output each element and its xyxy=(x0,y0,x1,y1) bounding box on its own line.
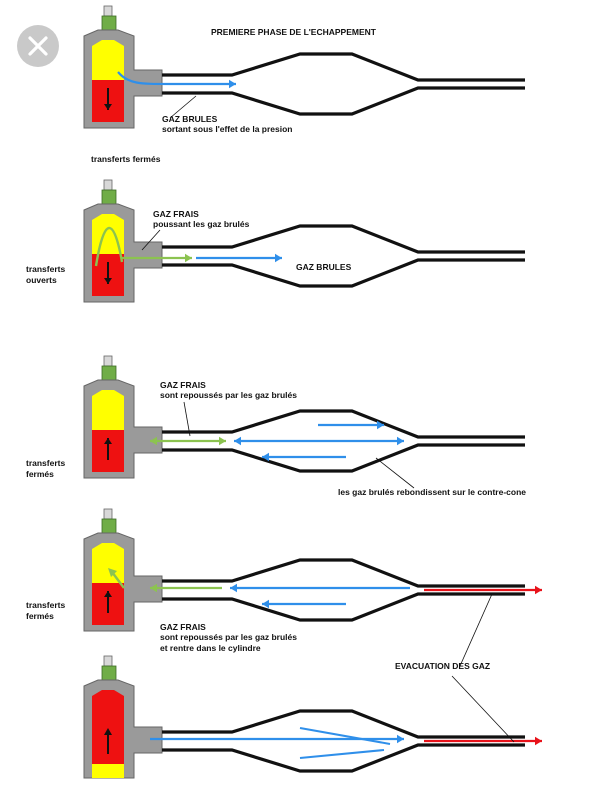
diagram-title: PREMIERE PHASE DE L'ECHAPPEMENT xyxy=(211,27,376,37)
fresh-gas-flow xyxy=(94,226,124,267)
close-icon xyxy=(28,36,48,56)
combustion-chamber-gas xyxy=(92,690,124,764)
fresh-gas-arrow-head-left xyxy=(150,436,157,446)
fresh-gas-return xyxy=(111,571,125,589)
burnt-gas-flow xyxy=(117,71,171,86)
evacuation-leader-2 xyxy=(451,675,515,743)
piston-direction-arrow-head xyxy=(104,104,112,110)
panel4-gas-description: sont repoussés par les gaz brulés et ren… xyxy=(160,632,297,653)
combustion-chamber-gas xyxy=(92,40,124,80)
panel3-gas-label: GAZ FRAIS xyxy=(160,380,206,390)
evacuation-leader xyxy=(459,593,493,667)
fresh-gas-arrow-head-right xyxy=(219,436,226,446)
expansion-chamber xyxy=(162,558,525,622)
close-button[interactable] xyxy=(17,25,59,67)
exhaust-out-arrow-head-right xyxy=(535,736,542,746)
expansion-chamber xyxy=(162,709,525,773)
expansion-chamber xyxy=(162,409,525,473)
rebound-arrow-upper-head-right xyxy=(377,420,384,430)
fresh-gas-arrow-head-left xyxy=(150,583,157,593)
panel2-gas-label: GAZ FRAIS xyxy=(153,209,199,219)
gas-label-leader xyxy=(169,95,197,119)
note-leader xyxy=(375,457,415,489)
spark-plug-terminal xyxy=(103,655,113,667)
burnt-gas-back-arrow-lower-head-left xyxy=(262,599,269,609)
panel2-gas-description: poussant les gaz brulés xyxy=(153,219,250,229)
piston-direction-arrow-head xyxy=(104,438,112,444)
panel3-gas-description: sont repoussés par les gaz brulés xyxy=(160,390,297,400)
piston-direction-arrow-head xyxy=(104,278,112,284)
spark-plug-terminal xyxy=(103,179,113,191)
panel1-transfer-label: transferts fermés xyxy=(91,154,161,164)
exhaust-out-arrow-head-right xyxy=(535,585,542,595)
expansion-chamber xyxy=(162,224,525,288)
panel-1 xyxy=(83,5,525,129)
panel3-rebound-note: les gaz brulés rebondissent sur le contr… xyxy=(338,487,526,497)
spark-plug-terminal xyxy=(103,5,113,17)
rebound-arrow-main-head-right xyxy=(397,436,404,446)
fresh-gas-return-head xyxy=(108,568,117,577)
piston-direction-arrow-head xyxy=(104,591,112,597)
panel1-gas-description: sortant sous l'effet de la presion xyxy=(162,124,293,134)
rebound-arrow-main-head-left xyxy=(234,436,241,446)
rebound-arrow-lower-head-left xyxy=(262,452,269,462)
panel-4 xyxy=(83,508,525,632)
evacuation-label: EVACUATION DES GAZ xyxy=(395,661,491,671)
burnt-gas-flow-arrow-head-right xyxy=(229,79,236,89)
panel-3 xyxy=(83,355,525,479)
piston-direction-arrow-head xyxy=(104,728,112,735)
burnt-gas-back-arrow-head-left xyxy=(230,583,237,593)
converging-flow-lower xyxy=(299,749,385,759)
gas-label-leader xyxy=(141,229,161,251)
combustion-chamber-gas xyxy=(92,390,124,430)
panel2-transfer-label: transferts ouverts xyxy=(26,264,66,285)
burnt-gas-flow-arrow-head-right xyxy=(275,253,282,263)
fresh-gas-arrow-head-right xyxy=(185,253,192,263)
spark-plug-terminal xyxy=(103,355,113,367)
piston xyxy=(92,764,124,778)
panel4-transfer-label: transferts fermés xyxy=(26,600,66,621)
panel1-gas-label: GAZ BRULES xyxy=(162,114,218,124)
expansion-chamber xyxy=(162,52,525,116)
spark-plug-terminal xyxy=(103,508,113,520)
panel4-gas-label: GAZ FRAIS xyxy=(160,622,206,632)
panel2-pipe-label: GAZ BRULES xyxy=(296,262,352,272)
panel-5 xyxy=(83,655,525,779)
burnt-gas-flow-arrow-head-right xyxy=(397,734,404,744)
converging-flow-upper xyxy=(299,727,391,745)
panel3-transfer-label: transferts fermés xyxy=(26,458,66,479)
combustion-chamber-gas xyxy=(92,543,124,583)
gas-label-leader xyxy=(183,401,191,437)
